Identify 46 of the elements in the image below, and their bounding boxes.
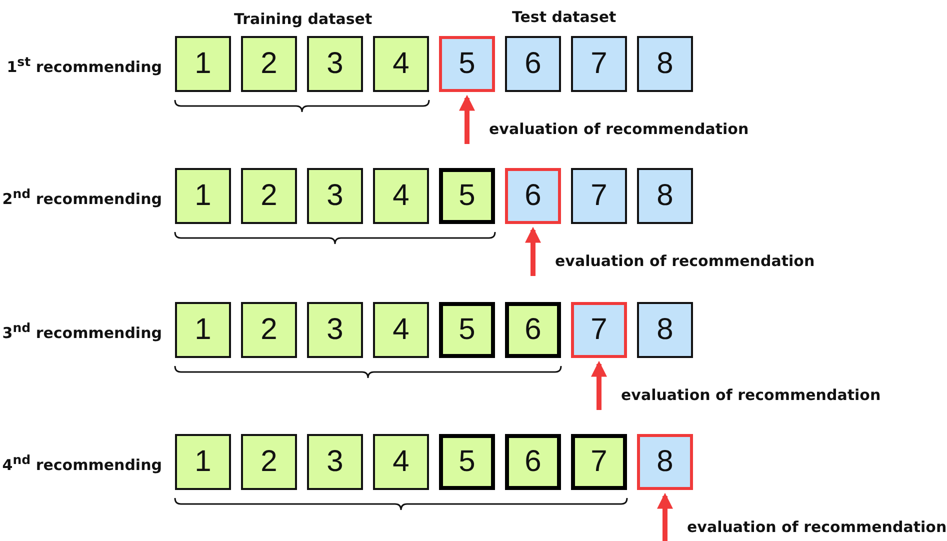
training-block: 4 — [373, 168, 429, 224]
training-block: 2 — [241, 168, 297, 224]
training-block: 2 — [241, 36, 297, 92]
training-block: 2 — [241, 302, 297, 358]
training-block: 4 — [373, 434, 429, 490]
arrow — [591, 360, 607, 410]
test-block: 8 — [637, 302, 693, 358]
training-block: 3 — [307, 168, 363, 224]
training-block: 1 — [175, 434, 231, 490]
section-heading: Test dataset — [512, 8, 616, 26]
training-block: 3 — [307, 302, 363, 358]
training-block: 1 — [175, 36, 231, 92]
test-block: 8 — [637, 168, 693, 224]
training-block: 3 — [307, 36, 363, 92]
evaluated-block: 8 — [637, 434, 693, 490]
training-block: 1 — [175, 168, 231, 224]
row-label: 1$^{st}$ recommending — [6, 54, 162, 76]
training-block: 4 — [373, 36, 429, 92]
training-block: 7 — [571, 434, 627, 490]
training-block: 5 — [439, 168, 495, 224]
test-block: 7 — [571, 168, 627, 224]
row-label: 2$^{nd}$ recommending — [2, 186, 162, 208]
arrow — [525, 226, 541, 276]
training-block: 5 — [439, 302, 495, 358]
training-block: 6 — [505, 302, 561, 358]
training-block: 1 — [175, 302, 231, 358]
row-label: 3$^{nd}$ recommending — [2, 320, 162, 342]
training-block: 2 — [241, 434, 297, 490]
training-block: 4 — [373, 302, 429, 358]
test-block: 8 — [637, 36, 693, 92]
section-heading: Training dataset — [234, 10, 372, 28]
annotation-text: evaluation of recommendation — [555, 252, 815, 270]
training-block: 3 — [307, 434, 363, 490]
annotation-text: evaluation of recommendation — [687, 518, 947, 536]
training-block: 6 — [505, 434, 561, 490]
evaluated-block: 6 — [505, 168, 561, 224]
evaluated-block: 7 — [571, 302, 627, 358]
evaluated-block: 5 — [439, 36, 495, 92]
annotation-text: evaluation of recommendation — [621, 386, 881, 404]
annotation-text: evaluation of recommendation — [489, 120, 749, 138]
arrow — [459, 94, 475, 144]
arrow — [657, 492, 673, 541]
test-block: 7 — [571, 36, 627, 92]
row-label: 4$^{nd}$ recommending — [2, 452, 162, 474]
training-block: 5 — [439, 434, 495, 490]
test-block: 6 — [505, 36, 561, 92]
